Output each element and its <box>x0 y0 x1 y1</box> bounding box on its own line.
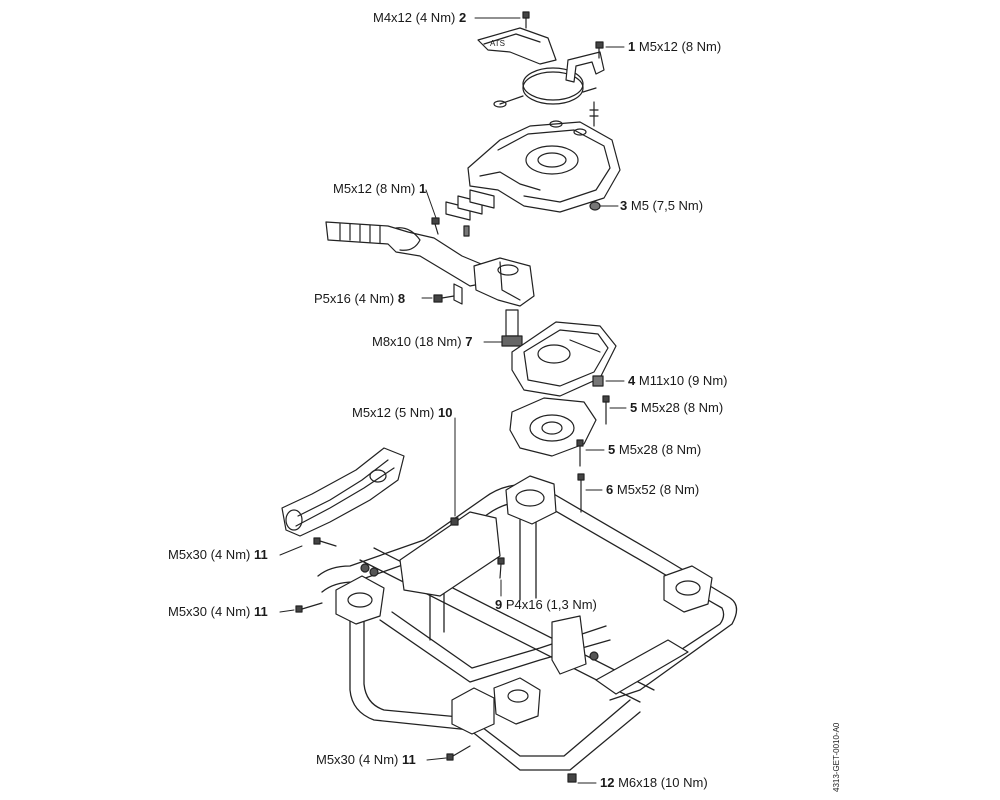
screw-11b <box>295 602 323 613</box>
callout-spec: M5x30 (4 Nm) <box>168 604 251 619</box>
callout-spec: M5x12 (8 Nm) <box>333 181 416 196</box>
callout-2: M4x12 (4 Nm) 2 <box>373 10 466 26</box>
callout-9: 9 P4x16 (1,3 Nm) <box>495 597 597 613</box>
bracket <box>565 51 605 83</box>
callout-11-b: M5x30 (4 Nm) 11 <box>168 604 268 620</box>
nut-3 <box>589 201 601 211</box>
callout-6: 6 M5x52 (8 Nm) <box>606 482 699 498</box>
screw-2 <box>522 11 530 29</box>
callout-number: 5 <box>630 400 638 415</box>
frame-clamp-right <box>663 565 713 613</box>
callout-spec: M5x28 (8 Nm) <box>640 400 724 415</box>
callout-spec: M6x18 (10 Nm) <box>618 775 708 790</box>
screw-9 <box>497 557 505 579</box>
rear-handle-half <box>281 447 405 537</box>
pin <box>463 225 470 237</box>
center-bracket <box>399 511 587 675</box>
pivot-bolt-7 <box>501 309 523 347</box>
callout-number: 11 <box>253 604 268 619</box>
nuts <box>360 563 599 661</box>
screw-12 <box>567 773 577 783</box>
screw-1-top <box>595 41 604 59</box>
screw-6 <box>577 473 585 513</box>
top-cover-plate: ATS <box>477 27 557 65</box>
callout-1-top: 1 M5x12 (8 Nm) <box>628 39 721 55</box>
svg-text:ATS: ATS <box>490 39 505 48</box>
callout-spec: M5x28 (8 Nm) <box>618 442 702 457</box>
leader-lines <box>279 17 627 784</box>
frame-clamp-back <box>505 475 557 525</box>
right-rail <box>595 639 689 695</box>
callout-number: 5 <box>608 442 616 457</box>
callout-1-mid: M5x12 (8 Nm) 1 <box>333 181 426 197</box>
callout-4: 4 M11x10 (9 Nm) <box>628 373 727 389</box>
clamp-band <box>493 67 597 108</box>
callout-spec: M4x12 (4 Nm) <box>373 10 456 25</box>
callout-spec: M5x52 (8 Nm) <box>616 482 700 497</box>
shims <box>445 189 495 221</box>
callout-number: 11 <box>401 752 416 767</box>
callout-spec: M5 (7,5 Nm) <box>630 198 704 213</box>
screw-4 <box>592 375 604 387</box>
callout-number: 2 <box>458 10 467 25</box>
drawing-code: 4313-GET-0010-A0 <box>832 722 841 792</box>
callout-number: 6 <box>606 482 614 497</box>
screw-8 <box>433 283 463 305</box>
screw-11a <box>313 537 337 547</box>
callout-8: P5x16 (4 Nm) 8 <box>314 291 405 307</box>
gear-plate <box>509 397 597 457</box>
callout-spec: M5x12 (5 Nm) <box>352 405 435 420</box>
callout-11-c: M5x30 (4 Nm) 11 <box>316 752 416 768</box>
screw-11c <box>446 745 471 761</box>
callout-3: 3 M5 (7,5 Nm) <box>620 198 703 214</box>
callout-spec: M5x30 (4 Nm) <box>316 752 399 767</box>
callout-spec: M5x12 (8 Nm) <box>638 39 722 54</box>
lower-housing <box>511 321 617 397</box>
callout-spec: M11x10 (9 Nm) <box>638 373 728 388</box>
callout-number: 8 <box>397 291 406 306</box>
callout-number: 3 <box>620 198 628 213</box>
frame-clamp-front <box>451 677 541 735</box>
callout-spec: P4x16 (1,3 Nm) <box>505 597 597 612</box>
callout-number: 7 <box>465 334 473 349</box>
frame-clamp-left <box>335 575 385 625</box>
callout-5-b: 5 M5x28 (8 Nm) <box>608 442 701 458</box>
callout-spec: P5x16 (4 Nm) <box>314 291 395 306</box>
callout-12: 12 M6x18 (10 Nm) <box>600 775 708 791</box>
callout-11-a: M5x30 (4 Nm) 11 <box>168 547 268 563</box>
screw-5a <box>602 395 610 425</box>
callout-number: 12 <box>600 775 615 790</box>
screw-1-mid <box>431 217 440 235</box>
tubular-frame <box>317 483 738 771</box>
callout-5-a: 5 M5x28 (8 Nm) <box>630 400 723 416</box>
handle-mount <box>473 257 535 307</box>
callout-10: M5x12 (5 Nm) 10 <box>352 405 452 421</box>
screw-5b <box>576 439 584 467</box>
callout-spec: M8x10 (18 Nm) <box>372 334 462 349</box>
callout-number: 1 <box>418 181 427 196</box>
callout-7: M8x10 (18 Nm) 7 <box>372 334 472 350</box>
callout-number: 10 <box>437 405 453 420</box>
stud <box>589 101 599 127</box>
screw-10 <box>450 517 459 526</box>
callout-number: 9 <box>495 597 503 612</box>
upper-housing <box>467 120 621 213</box>
callout-number: 11 <box>253 547 268 562</box>
callout-number: 4 <box>628 373 636 388</box>
callout-spec: M5x30 (4 Nm) <box>168 547 251 562</box>
callout-number: 1 <box>628 39 636 54</box>
